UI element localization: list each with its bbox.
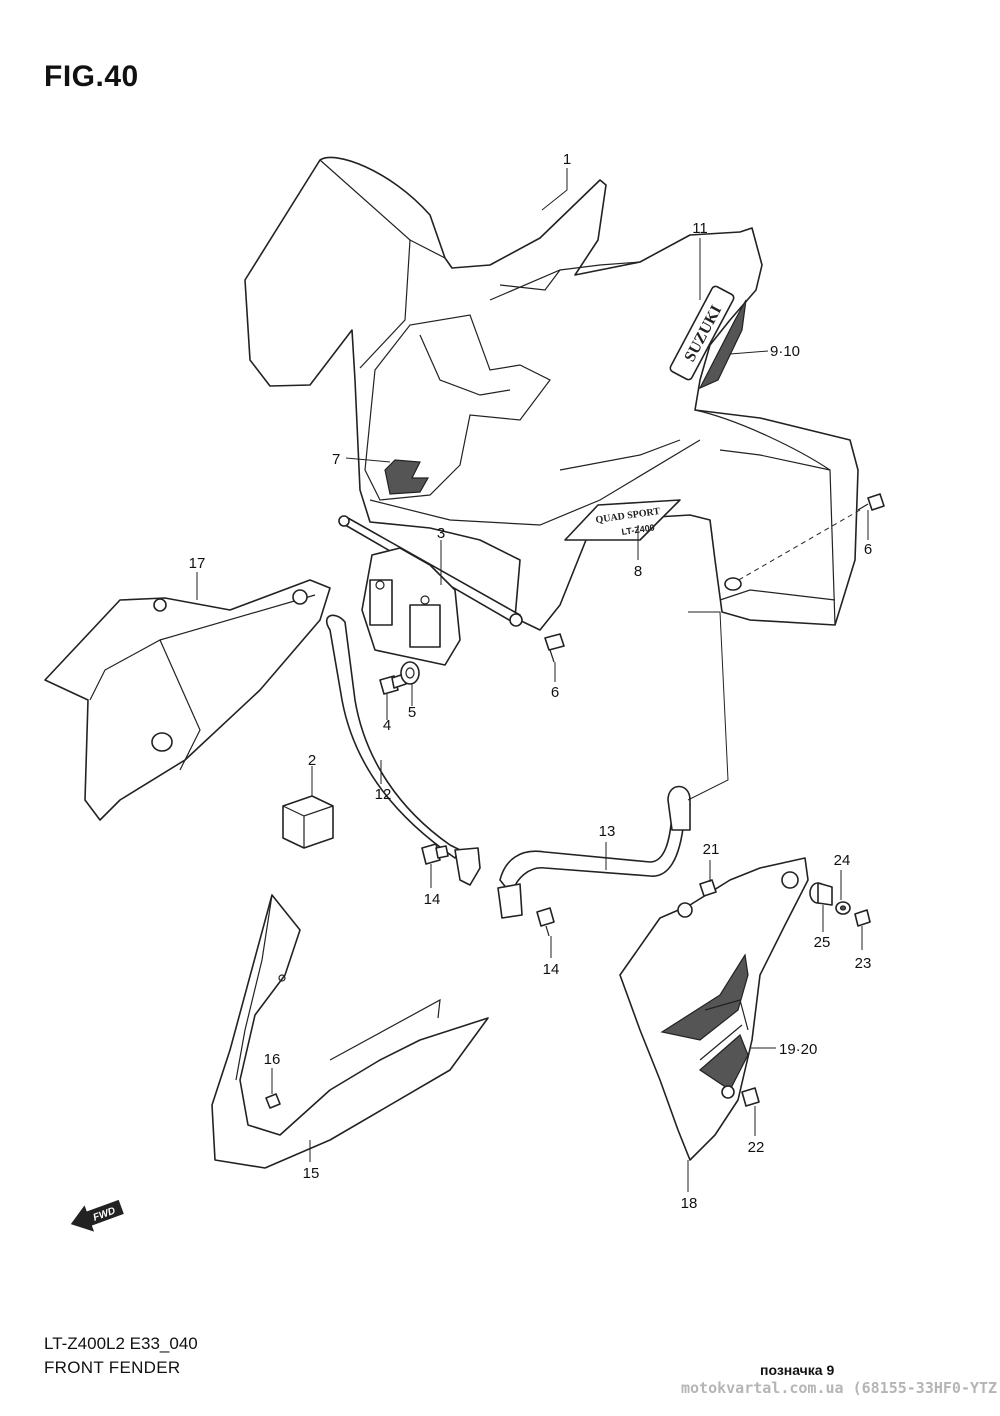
callout-15: 15 bbox=[303, 1165, 320, 1182]
callout-4: 4 bbox=[383, 717, 391, 734]
callout-12: 12 bbox=[375, 786, 392, 803]
callout-17: 17 bbox=[189, 555, 206, 572]
fender-bracket bbox=[338, 515, 523, 666]
clip-2 bbox=[282, 795, 334, 849]
fender-mount-hole bbox=[724, 577, 742, 591]
callout-25: 25 bbox=[814, 934, 831, 951]
model-decal: QUAD SPORT LT-Z400 bbox=[564, 499, 681, 541]
figure-title: FIG.40 bbox=[44, 60, 139, 93]
callout-14-right: 14 bbox=[543, 961, 560, 978]
callout-6-center: 6 bbox=[551, 684, 559, 701]
screw-22 bbox=[741, 1087, 760, 1107]
callout-14-left: 14 bbox=[424, 891, 441, 908]
callout-5: 5 bbox=[408, 704, 416, 721]
fwd-arrow-icon: FWD bbox=[70, 1199, 124, 1232]
washer-24 bbox=[835, 901, 851, 915]
callout-8: 8 bbox=[634, 563, 642, 580]
section-name: FRONT FENDER bbox=[44, 1358, 181, 1377]
side-stripe-decal bbox=[698, 299, 747, 390]
callout-18: 18 bbox=[681, 1195, 698, 1212]
model-code: LT-Z400L2 E33_040 bbox=[44, 1334, 198, 1353]
callout-13: 13 bbox=[599, 823, 616, 840]
callout-22: 22 bbox=[748, 1139, 765, 1156]
screw-6-right bbox=[857, 493, 885, 511]
collar-25 bbox=[809, 882, 833, 906]
source-watermark: motokvartal.com.ua (68155-33HF0-YTZ bbox=[681, 1379, 998, 1397]
callout-16: 16 bbox=[264, 1051, 281, 1068]
callout-7: 7 bbox=[332, 451, 340, 468]
callout-24: 24 bbox=[834, 852, 851, 869]
screw-16 bbox=[265, 1093, 281, 1109]
screw-6-center bbox=[544, 633, 565, 663]
screw-23 bbox=[854, 909, 871, 927]
callout-1: 1 bbox=[563, 151, 571, 168]
callout-23: 23 bbox=[855, 955, 872, 972]
s-logo-decal bbox=[364, 314, 551, 501]
callout-3: 3 bbox=[437, 525, 445, 542]
callout-2: 2 bbox=[308, 752, 316, 769]
brace-pipe-12 bbox=[325, 614, 481, 886]
exploded-parts-diagram: SUZUKI QUAD SPORT LT-Z400 bbox=[44, 151, 885, 1232]
bolt-14-right bbox=[536, 907, 555, 937]
lower-front-cover bbox=[211, 894, 489, 1169]
bolt-14-left bbox=[421, 843, 449, 865]
callout-19-20: 19·20 bbox=[779, 1041, 817, 1058]
grommet-5 bbox=[400, 661, 420, 685]
callout-11: 11 bbox=[692, 220, 708, 237]
screw-21 bbox=[699, 879, 717, 897]
front-fender-body bbox=[244, 156, 859, 631]
callout-6-right: 6 bbox=[864, 541, 872, 558]
callout-21: 21 bbox=[703, 841, 720, 858]
brace-pipe-13 bbox=[497, 785, 691, 919]
left-side-cover bbox=[44, 579, 331, 821]
callout-9-10: 9·10 bbox=[770, 343, 800, 360]
page-mark: позначка 9 bbox=[760, 1362, 835, 1378]
right-side-cover bbox=[619, 857, 809, 1161]
